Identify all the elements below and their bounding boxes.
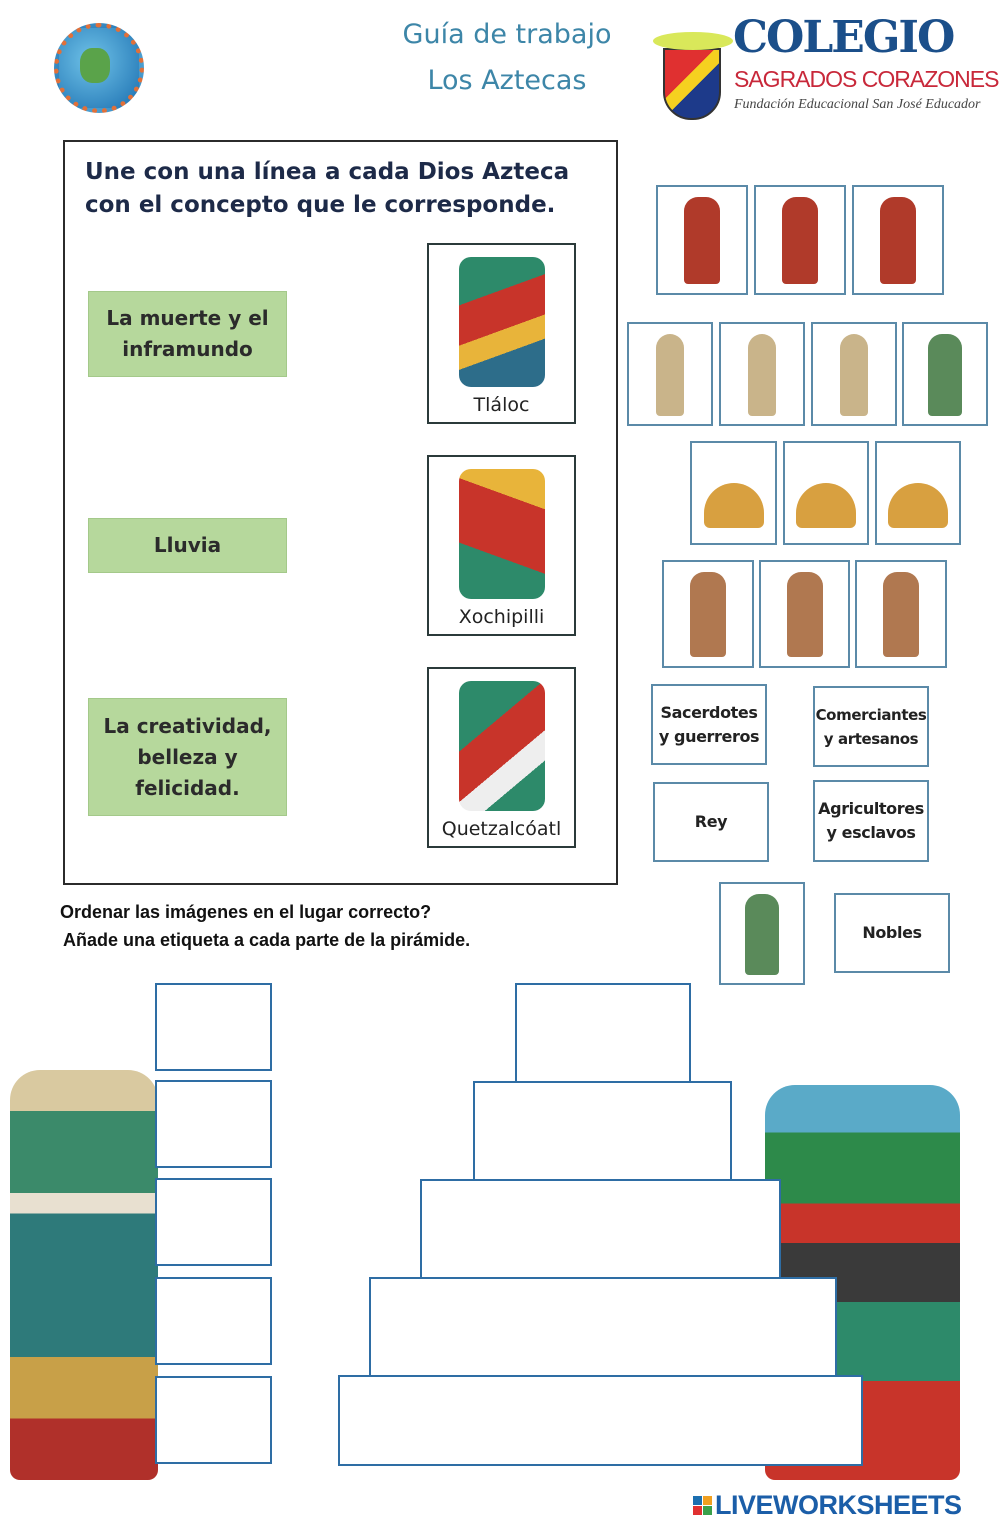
drop-box-3[interactable]: [155, 1178, 272, 1266]
priest-figure: [880, 197, 916, 284]
pyramid-level-5[interactable]: [338, 1375, 863, 1466]
merchant-figure: [690, 572, 726, 658]
god-card-tlaloc[interactable]: Tláloc: [427, 243, 576, 424]
image-card-farmer[interactable]: [783, 441, 869, 545]
concept-creativity[interactable]: La creatividad, belleza y felicidad.: [88, 698, 287, 816]
priest-figure: [684, 197, 720, 284]
image-card-farmer[interactable]: [690, 441, 777, 545]
liveworksheets-icon: [693, 1496, 712, 1515]
label-sacerdotes[interactable]: Sacerdotes y guerreros: [651, 684, 767, 765]
god-name: Xochipilli: [458, 606, 545, 628]
instruction-label: Añade una etiqueta a cada parte de la pi…: [63, 930, 471, 950]
worksheet-title: Guía de trabajo: [402, 19, 612, 50]
noble-figure: [748, 334, 776, 416]
label-nobles[interactable]: Nobles: [834, 893, 950, 973]
image-card-king[interactable]: [719, 882, 805, 985]
label-agricultores[interactable]: Agricultores y esclavos: [813, 780, 929, 862]
instruction-order: Ordenar las imágenes en el lugar correct…: [60, 902, 432, 922]
image-card-farmer[interactable]: [875, 441, 961, 545]
label-rey[interactable]: Rey: [653, 782, 769, 862]
school-logo: COLEGIO SAGRADOS CORAZONES Fundación Edu…: [648, 10, 999, 125]
tlaloc-image: [459, 257, 545, 387]
concept-death[interactable]: La muerte y el inframundo: [88, 291, 287, 377]
pyramid-level-1[interactable]: [515, 983, 691, 1083]
god-card-xochipilli[interactable]: Xochipilli: [427, 455, 576, 636]
image-card-merchant[interactable]: [855, 560, 947, 668]
concept-rain[interactable]: Lluvia: [88, 518, 287, 573]
king-figure: [745, 894, 779, 976]
noble-figure: [840, 334, 868, 416]
liveworksheets-logo: LIVEWORKSHEETS: [693, 1490, 962, 1521]
pyramid-level-3[interactable]: [420, 1179, 781, 1279]
quetzalcoatl-image: [459, 681, 545, 811]
image-card-noble[interactable]: [811, 322, 897, 426]
farmer-figure: [888, 483, 948, 528]
worksheet-subtitle: Los Aztecas: [427, 65, 587, 96]
god-name: Quetzalcóatl: [441, 818, 562, 840]
god-card-quetzalcoatl[interactable]: Quetzalcóatl: [427, 667, 576, 848]
drop-box-5[interactable]: [155, 1376, 272, 1464]
school-foundation: Fundación Educacional San José Educador: [734, 97, 981, 112]
globe-logo: [40, 18, 158, 118]
image-card-priest[interactable]: [852, 185, 944, 295]
image-card-king[interactable]: [902, 322, 988, 426]
noble-figure: [656, 334, 684, 416]
drop-box-4[interactable]: [155, 1277, 272, 1365]
image-card-noble[interactable]: [719, 322, 805, 426]
image-card-noble[interactable]: [627, 322, 713, 426]
aztec-god-left-illustration: [10, 1070, 158, 1480]
matching-exercise-box: [63, 140, 618, 885]
label-comerciantes[interactable]: Comerciantes y artesanos: [813, 686, 929, 767]
king-figure: [928, 334, 962, 416]
liveworksheets-brand: LIVEWORKSHEETS: [715, 1490, 962, 1520]
merchant-figure: [883, 572, 919, 658]
image-card-priest[interactable]: [656, 185, 748, 295]
drop-box-1[interactable]: [155, 983, 272, 1071]
xochipilli-image: [459, 469, 545, 599]
priest-figure: [782, 197, 818, 284]
school-name: COLEGIO: [733, 12, 955, 63]
school-subtitle: SAGRADOS CORAZONES: [734, 66, 999, 92]
farmer-figure: [796, 483, 856, 528]
image-card-merchant[interactable]: [759, 560, 850, 668]
drop-box-2[interactable]: [155, 1080, 272, 1168]
pyramid-level-2[interactable]: [473, 1081, 732, 1181]
matching-heading: Une con una línea a cada Dios Azteca con…: [85, 159, 570, 218]
image-card-merchant[interactable]: [662, 560, 754, 668]
merchant-figure: [786, 572, 823, 658]
farmer-figure: [703, 483, 764, 528]
pyramid-level-4[interactable]: [369, 1277, 837, 1377]
shield-icon: [663, 48, 721, 120]
image-card-priest[interactable]: [754, 185, 846, 295]
god-name: Tláloc: [473, 394, 530, 416]
